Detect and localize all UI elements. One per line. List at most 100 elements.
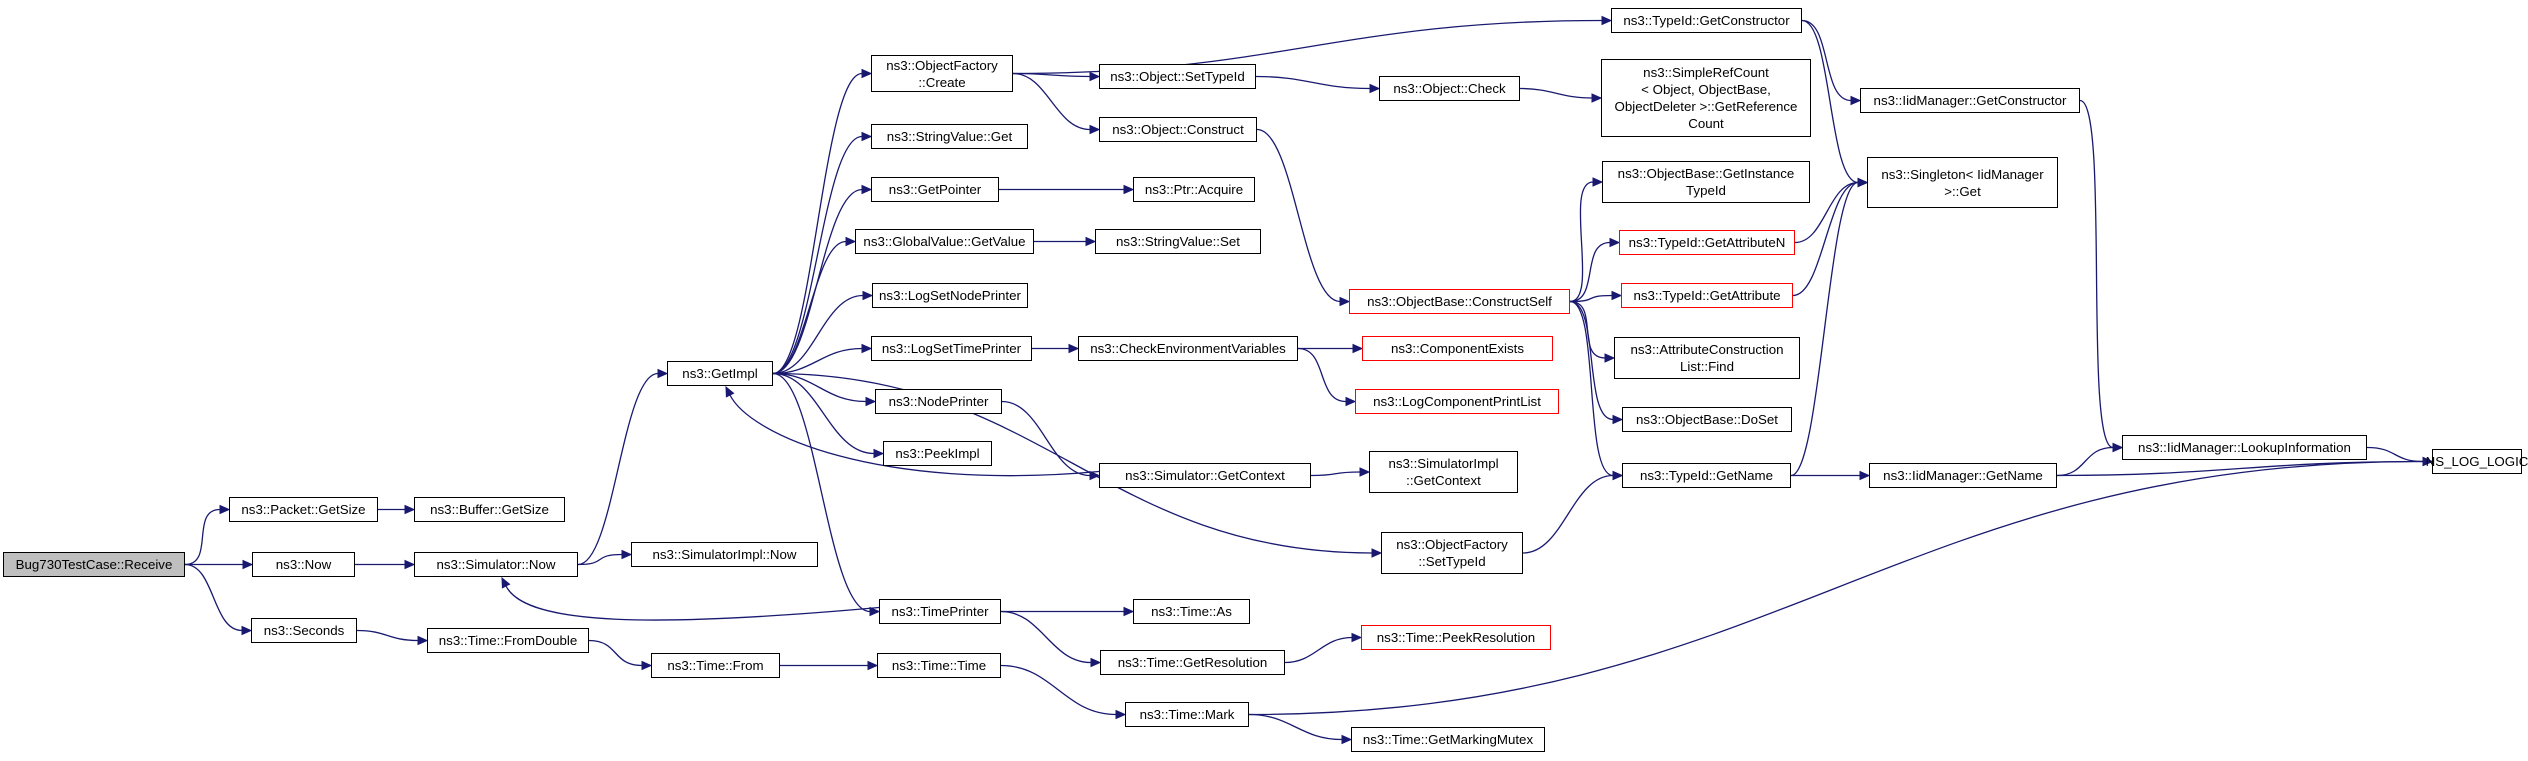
node-timeprinter[interactable]: ns3::TimePrinter: [879, 599, 1001, 624]
edge-objbase_constructself-to-objbase_getinstancetypeid: [1569, 181, 1594, 303]
edge-arrowhead: [501, 576, 511, 589]
node-logsettimeprinter[interactable]: ns3::LogSetTimePrinter: [871, 336, 1032, 361]
node-simplerefcount[interactable]: ns3::SimpleRefCount < Object, ObjectBase…: [1601, 59, 1811, 137]
edge-root-to-packet_getsize: [184, 508, 221, 566]
node-time-as[interactable]: ns3::Time::As: [1133, 599, 1250, 624]
node-objfactory-settypeid[interactable]: ns3::ObjectFactory ::SetTypeId: [1381, 532, 1523, 574]
node-getimpl[interactable]: ns3::GetImpl: [667, 361, 773, 386]
edge-seconds-to-time_fromdouble: [356, 629, 419, 642]
edge-arrowhead: [1089, 470, 1101, 481]
node-typeid-getattribute[interactable]: ns3::TypeId::GetAttribute: [1621, 283, 1793, 308]
edge-getimpl-to-stringvalue_get: [772, 135, 863, 375]
edge-arrowhead: [1089, 124, 1101, 135]
node-iidmanager-lookupinformation[interactable]: ns3::IidManager::LookupInformation: [2122, 435, 2367, 460]
node-sim-getcontext[interactable]: ns3::Simulator::GetContext: [1099, 463, 1311, 488]
node-time-time[interactable]: ns3::Time::Time: [877, 653, 1001, 678]
edge-checkenvvars-to-logcomponentprintlist: [1297, 347, 1347, 403]
node-ns-log-logic[interactable]: NS_LOG_LOGIC: [2426, 449, 2528, 474]
edge-arrowhead: [861, 131, 873, 142]
edge-arrowhead: [1369, 83, 1381, 94]
edge-arrowhead: [621, 549, 633, 560]
node-typeid-getconstructor[interactable]: ns3::TypeId::GetConstructor: [1611, 8, 1802, 33]
node-typeid-getname[interactable]: ns3::TypeId::GetName: [1622, 463, 1791, 488]
edge-arrowhead: [861, 68, 873, 79]
node-seconds[interactable]: ns3::Seconds: [251, 618, 357, 643]
edge-objbase_constructself-to-typeid_getattributen: [1569, 241, 1611, 303]
edge-arrowhead: [1339, 296, 1351, 307]
node-buffer-getsize[interactable]: ns3::Buffer::GetSize: [414, 497, 565, 522]
node-objfactory-create[interactable]: ns3::ObjectFactory ::Create: [871, 55, 1013, 92]
node-stringvalue-set[interactable]: ns3::StringValue::Set: [1095, 229, 1261, 254]
node-time-getmarkingmutex[interactable]: ns3::Time::GetMarkingMutex: [1351, 727, 1545, 752]
edge-arrowhead: [1085, 236, 1097, 247]
edge-time_mark-to-time_getmarkingmutex: [1248, 713, 1343, 741]
edge-arrowhead: [1612, 470, 1624, 481]
edge-arrowhead: [1859, 470, 1871, 481]
edge-time_getresolution-to-time_peekresolution: [1284, 636, 1353, 664]
edge-arrowhead: [861, 184, 873, 195]
edge-getimpl-to-timeprinter: [772, 372, 871, 613]
node-logcomponentprintlist[interactable]: ns3::LogComponentPrintList: [1355, 389, 1559, 414]
node-time-mark[interactable]: ns3::Time::Mark: [1125, 702, 1249, 727]
edge-arrowhead: [2422, 456, 2434, 467]
edge-arrowhead: [1592, 177, 1604, 187]
edge-arrowhead: [1123, 184, 1135, 195]
edge-objfactory_create-to-object_construct: [1012, 72, 1091, 131]
edge-arrowhead: [1857, 177, 1869, 188]
node-singleton-get[interactable]: ns3::Singleton< IidManager >::Get: [1867, 157, 2058, 208]
node-stringvalue-get[interactable]: ns3::StringValue::Get: [871, 124, 1028, 149]
edge-getimpl-to-peekimpl: [772, 372, 875, 455]
node-objbase-constructself[interactable]: ns3::ObjectBase::ConstructSelf: [1349, 289, 1570, 314]
edge-arrowhead: [725, 385, 735, 398]
node-object-settypeid[interactable]: ns3::Object::SetTypeId: [1099, 64, 1256, 89]
node-logsetnodeprinter[interactable]: ns3::LogSetNodePrinter: [872, 283, 1028, 308]
node-now[interactable]: ns3::Now: [252, 552, 355, 577]
node-time-getresolution[interactable]: ns3::Time::GetResolution: [1100, 650, 1285, 675]
edge-arrowhead: [657, 368, 669, 379]
edge-iidmanager_getname-to-iidmanager_lookupinformation: [2056, 446, 2114, 477]
edge-typeid_getattribute-to-singleton_get: [1792, 181, 1859, 297]
edge-arrowhead: [873, 448, 885, 459]
edge-iidmanager_lookupinformation-to-ns_log_logic: [2366, 446, 2424, 463]
node-iidmanager-getname[interactable]: ns3::IidManager::GetName: [1869, 463, 2057, 488]
edge-typeid_getname-to-singleton_get: [1790, 181, 1859, 477]
node-simimpl-now[interactable]: ns3::SimulatorImpl::Now: [631, 542, 818, 567]
node-attrconstructionlist-find[interactable]: ns3::AttributeConstruction List::Find: [1614, 337, 1800, 379]
node-packet-getsize[interactable]: ns3::Packet::GetSize: [229, 497, 378, 522]
node-simimpl-getcontext[interactable]: ns3::SimulatorImpl ::GetContext: [1369, 451, 1518, 493]
edge-arrowhead: [862, 290, 874, 301]
node-componentexists[interactable]: ns3::ComponentExists: [1362, 336, 1553, 361]
node-objbase-doset[interactable]: ns3::ObjectBase::DoSet: [1622, 407, 1792, 432]
edge-getimpl-to-objfactory_settypeid: [772, 372, 1373, 554]
edge-arrowhead: [845, 236, 857, 247]
node-root[interactable]: Bug730TestCase::Receive: [3, 552, 185, 577]
edge-getimpl-to-objfactory_create: [772, 72, 863, 375]
node-time-from[interactable]: ns3::Time::From: [651, 653, 780, 678]
node-nodeprinter[interactable]: ns3::NodePrinter: [875, 389, 1002, 414]
node-objbase-getinstancetypeid[interactable]: ns3::ObjectBase::GetInstance TypeId: [1602, 161, 1810, 203]
node-peekimpl[interactable]: ns3::PeekImpl: [883, 441, 992, 466]
edge-arrowhead: [1850, 95, 1862, 106]
edge-typeid_getconstructor-to-singleton_get: [1801, 19, 1859, 184]
edge-arrowhead: [865, 396, 877, 407]
node-sim-now[interactable]: ns3::Simulator::Now: [414, 552, 578, 577]
edge-sim_now-to-simimpl_now: [577, 553, 623, 566]
edge-objfactory_create-to-object_settypeid: [1012, 72, 1091, 78]
edge-arrowhead: [869, 606, 881, 617]
edge-iidmanager_getname-to-ns_log_logic: [2056, 460, 2424, 477]
node-time-fromdouble[interactable]: ns3::Time::FromDouble: [427, 628, 589, 653]
edge-getimpl-to-globalvalue_getvalue: [772, 240, 847, 375]
node-object-check[interactable]: ns3::Object::Check: [1379, 76, 1520, 101]
node-checkenvvars[interactable]: ns3::CheckEnvironmentVariables: [1078, 336, 1298, 361]
node-object-construct[interactable]: ns3::Object::Construct: [1099, 117, 1257, 142]
node-ptr-acquire[interactable]: ns3::Ptr::Acquire: [1133, 177, 1255, 202]
node-typeid-getattributen[interactable]: ns3::TypeId::GetAttributeN: [1619, 230, 1795, 255]
node-iidmanager-getconstructor[interactable]: ns3::IidManager::GetConstructor: [1860, 88, 2080, 113]
edge-root-to-seconds: [184, 563, 243, 632]
node-globalvalue-getvalue[interactable]: ns3::GlobalValue::GetValue: [855, 229, 1034, 254]
edge-arrowhead: [1371, 548, 1383, 558]
node-getpointer[interactable]: ns3::GetPointer: [871, 177, 999, 202]
node-time-peekresolution[interactable]: ns3::Time::PeekResolution: [1361, 625, 1551, 650]
